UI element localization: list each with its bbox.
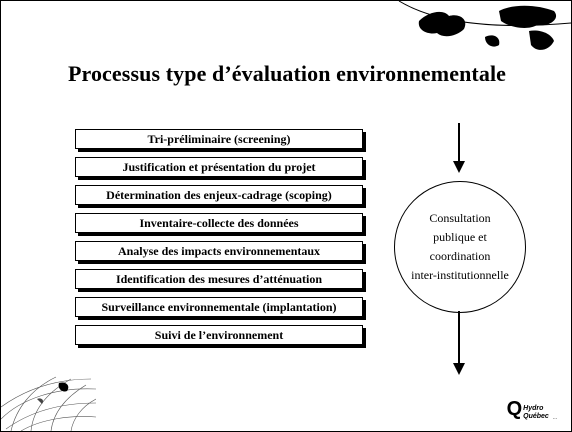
consultation-line: publique et bbox=[433, 230, 487, 244]
step-box: Justification et présentation du projet bbox=[75, 157, 363, 177]
globe-grid-bottom-left-icon bbox=[1, 376, 96, 431]
step-label: Inventaire-collecte des données bbox=[139, 215, 299, 230]
consultation-text: Consultation publique et coordination in… bbox=[411, 209, 509, 285]
step-label: Tri-préliminaire (screening) bbox=[147, 131, 291, 146]
step-box: Suivi de l’environnement bbox=[75, 325, 363, 345]
step-label: Analyse des impacts environnementaux bbox=[117, 243, 321, 258]
arrow-down-icon bbox=[453, 161, 465, 173]
step-box: Surveillance environnementale (implantat… bbox=[75, 297, 363, 317]
step-box: Identification des mesures d’atténuation bbox=[75, 269, 363, 289]
page-title: Processus type d’évaluation environnemen… bbox=[67, 61, 507, 86]
page-number: ... bbox=[552, 415, 557, 421]
step-label: Justification et présentation du projet bbox=[122, 159, 316, 174]
consultation-circle: Consultation publique et coordination in… bbox=[394, 181, 526, 313]
globe-top-right-icon bbox=[398, 1, 571, 50]
step-label: Détermination des enjeux-cadrage (scopin… bbox=[106, 187, 332, 202]
logo-text: Hydro Québec bbox=[523, 405, 549, 421]
step-label: Suivi de l’environnement bbox=[154, 327, 284, 342]
arrow-line-top bbox=[458, 123, 460, 163]
arrow-line-bottom bbox=[458, 311, 460, 366]
step-box: Tri-préliminaire (screening) bbox=[75, 129, 363, 149]
step-box: Analyse des impacts environnementaux bbox=[75, 241, 363, 261]
consultation-line: inter-institutionnelle bbox=[411, 268, 509, 282]
consultation-line: Consultation bbox=[429, 211, 491, 225]
consultation-line: coordination bbox=[429, 249, 491, 263]
step-box: Inventaire-collecte des données bbox=[75, 213, 363, 233]
step-label: Identification des mesures d’atténuation bbox=[115, 271, 323, 286]
arrow-down-icon bbox=[453, 363, 465, 375]
hydro-quebec-logo: Q Hydro Québec ... bbox=[507, 398, 557, 421]
process-steps-list: Tri-préliminaire (screening) Justificati… bbox=[75, 129, 365, 353]
logo-line: Hydro bbox=[523, 405, 544, 412]
logo-line: Québec bbox=[523, 413, 549, 420]
step-box: Détermination des enjeux-cadrage (scopin… bbox=[75, 185, 363, 205]
logo-mark: Q bbox=[506, 398, 523, 420]
step-label: Surveillance environnementale (implantat… bbox=[101, 299, 337, 314]
